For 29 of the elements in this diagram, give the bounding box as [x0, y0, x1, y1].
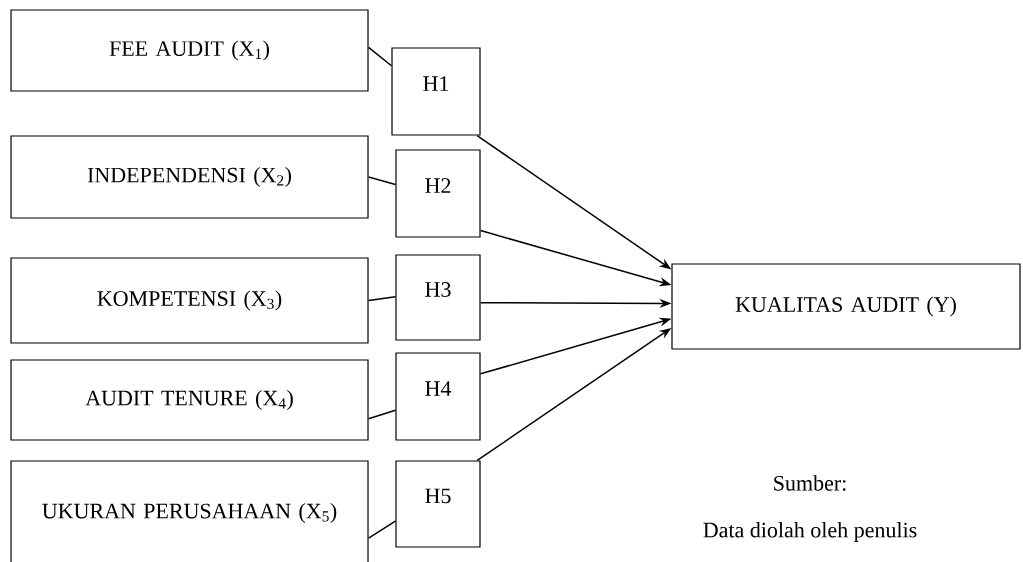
box-text: KOMPETENSI (X$_{3}$): [97, 290, 282, 311]
box-text: H3: [425, 282, 451, 297]
box-text: H1: [423, 76, 449, 91]
variable-box: [10, 460, 369, 562]
hypothesis-box: [391, 47, 481, 136]
source-note: Data diolah oleh penulis: [703, 522, 917, 542]
hypothesis-box: [395, 149, 481, 238]
box-text: H4: [425, 381, 452, 396]
variable-box: [10, 257, 369, 344]
variable-box: [10, 135, 369, 219]
box-text: H5: [425, 488, 451, 504]
connector-line: [367, 296, 397, 302]
box-text: KUALITAS AUDIT (Y): [735, 296, 956, 317]
hypothesis-box: [395, 460, 481, 548]
variable-box: [10, 9, 369, 92]
hypothesis-box: [395, 254, 481, 341]
box-text: H2: [425, 178, 451, 193]
connector-line: [367, 520, 397, 539]
box-text: UKURAN PERUSAHAAN (X$_{5}$): [42, 503, 337, 523]
connector-line: [367, 46, 393, 67]
box-text: AUDIT TENURE (X$_{4}$): [85, 390, 293, 410]
source-note: Sumber:: [774, 475, 846, 491]
outcome-box: [671, 263, 1021, 350]
box-text: INDEPENDENSI (X$_{2}$): [87, 167, 291, 187]
connector-line: [367, 176, 397, 186]
variable-box: [10, 359, 369, 441]
hypothesis-box: [395, 352, 481, 441]
connector-line: [367, 409, 397, 420]
box-text: FEE AUDIT (X$_{1}$): [109, 40, 269, 61]
